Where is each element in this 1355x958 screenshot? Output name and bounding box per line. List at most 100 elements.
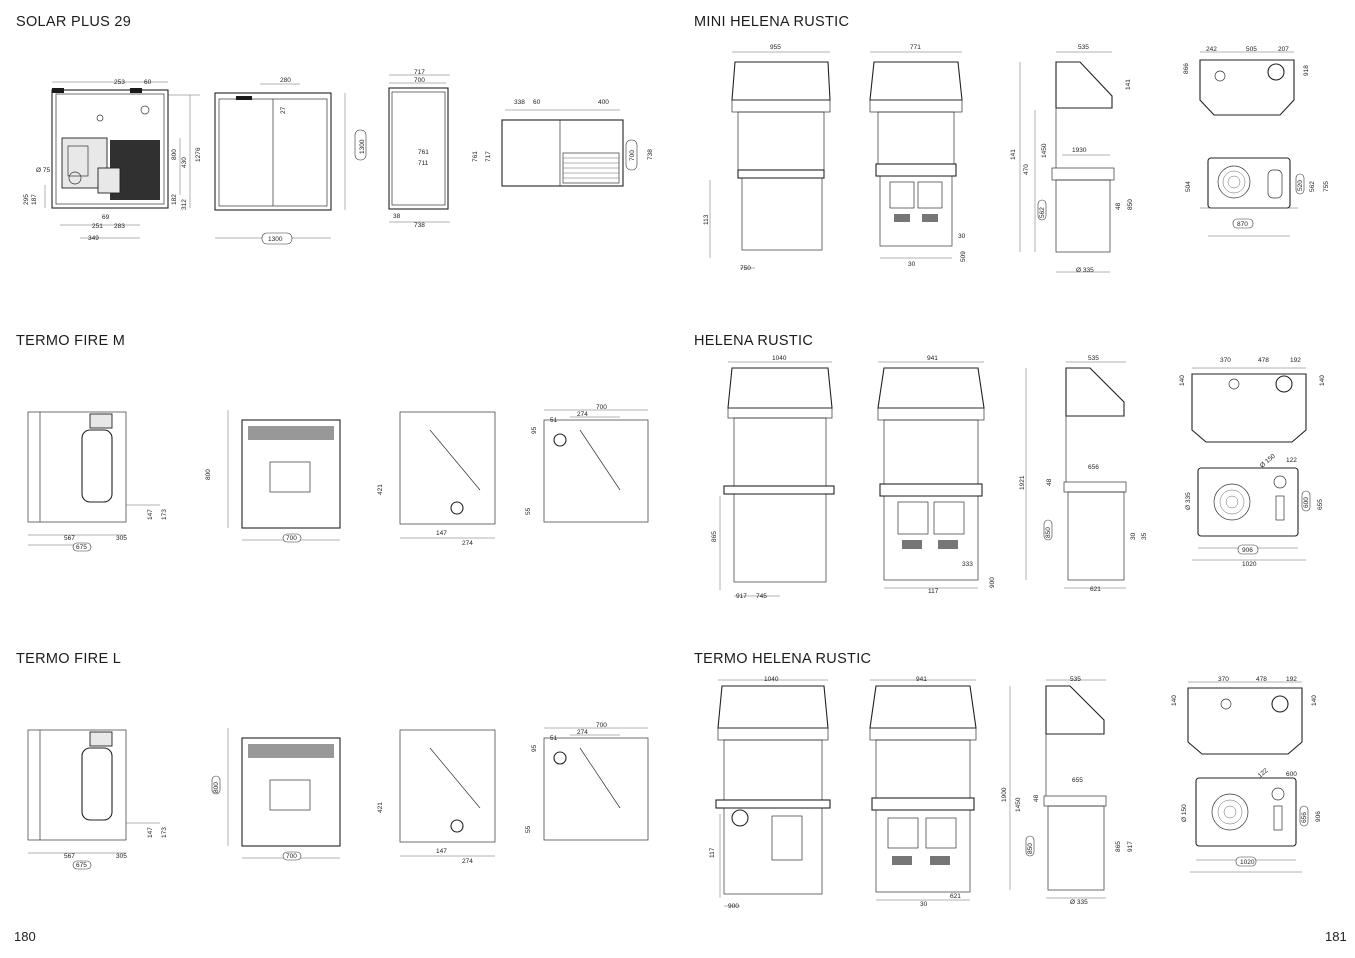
dimension-label: 274 [462,540,473,547]
dimension-label: 621 [1090,586,1101,593]
section-title-solar-plus-29: SOLAR PLUS 29 [16,14,132,30]
solar-top-view [501,109,624,187]
section-title-termo-helena-rustic: TERMO HELENA RUSTIC [694,651,872,667]
dimension-label: 1276 [195,147,202,162]
helena-rear-view [719,361,835,597]
dimension-label: 95 [531,744,538,752]
dimension-label: 140 [1179,375,1186,386]
page-number-left: 180 [14,929,36,944]
dimension-label: 900 [989,577,996,588]
dimension-label: 173 [161,827,168,838]
termo-helena-side-view [1009,679,1107,899]
dimension-label: 1020 [1240,859,1255,866]
dimension-label: 305 [116,535,127,542]
dimension-label: Ø 335 [1185,492,1192,510]
dimension-label: 333 [962,561,973,568]
dimension-label: 562 [1309,181,1316,192]
dimension-label: 567 [64,853,75,860]
dimension-label: 1040 [764,676,779,683]
dimension-label: 113 [703,214,710,225]
dimension-label: 30 [908,261,916,268]
dimension-label: 274 [577,411,588,418]
dimension-label: 430 [181,157,188,168]
dimension-label: 147 [436,530,447,537]
mini-helena-side-view [1019,51,1115,273]
dimension-label: 717 [414,69,425,76]
dimension-label: 955 [770,44,781,51]
dimension-label: 700 [286,853,297,860]
dimension-label: 370 [1218,676,1229,683]
dimension-label: 1921 [1019,475,1026,490]
dimension-label: 280 [280,77,291,84]
dimension-label: 917 [1127,841,1134,852]
dimension-label: Ø 150 [1259,453,1277,470]
dimension-label: 187 [31,194,38,205]
dimension-label: 656 [1088,464,1099,471]
dimension-label: 535 [1088,355,1099,362]
dimension-label: 655 [1317,499,1324,510]
dimension-label: 38 [393,213,401,220]
dimension-label: 400 [598,99,609,106]
dimension-label: 35 [1141,532,1148,540]
dimension-label: 1300 [359,139,366,154]
termo-fire-l-cutaway-view [399,729,496,857]
dimension-label: 147 [436,848,447,855]
termo-fire-l-rear-view [543,727,649,841]
dimension-label: 470 [1023,164,1030,175]
dimension-label: 761 [472,151,479,162]
dimension-label: 305 [116,853,127,860]
dimension-label: 800 [213,782,220,793]
dimension-label: 675 [76,862,87,869]
dimension-label: 69 [102,214,110,221]
dimension-label: 295 [23,194,30,205]
dimension-label: 750 [740,265,751,272]
helena-side-view [1025,361,1127,589]
dimension-label: 865 [1115,841,1122,852]
dimension-label: 738 [647,149,654,160]
termo-helena-top-view-cooktop [1190,777,1302,873]
dimension-label: 60 [533,99,541,106]
dimension-label: 600 [1303,497,1310,508]
dimension-label: 1900 [1001,787,1008,802]
termo-fire-m-rear-view [543,409,649,523]
dimension-label: Ø 335 [1076,267,1094,274]
dimension-label: 738 [414,222,425,229]
termo-fire-m-cutaway-view [399,411,496,539]
dimension-label: 717 [485,151,492,162]
termo-helena-rear-view [715,679,831,907]
dimension-label: 192 [1286,676,1297,683]
dimension-label: 800 [171,149,178,160]
dimension-label: 1450 [1015,797,1022,812]
mini-helena-front-view [869,51,963,259]
dimension-label: 55 [525,507,532,515]
dimension-label: 771 [910,44,921,51]
dimension-label: 711 [418,160,429,167]
dimension-label: 941 [927,355,938,362]
termo-fire-l-side-section [27,729,160,854]
mini-helena-top-view-hood [1199,51,1295,116]
dimension-label: 700 [414,77,425,84]
section-title-helena-rustic: HELENA RUSTIC [694,333,814,349]
dimension-label: 30 [920,901,928,908]
dimension-label: 900 [728,903,739,910]
dimension-label: 283 [114,223,125,230]
dimension-label: 941 [916,676,927,683]
dimension-label: 421 [377,484,384,495]
mini-helena-top-view-cooktop [1200,157,1298,237]
dimension-label: 865 [711,531,718,542]
solar-front-open-view [44,81,200,239]
dimension-label: 95 [531,426,538,434]
section-title-mini-helena-rustic: MINI HELENA RUSTIC [694,14,850,30]
dimension-label: 51 [550,417,558,424]
dimension-label: 600 [1286,771,1297,778]
dimension-label: 700 [596,722,607,729]
dimension-label: 140 [1311,695,1318,706]
dimension-label: 478 [1258,357,1269,364]
dimension-label: 621 [950,893,961,900]
dimension-label: 55 [525,825,532,833]
termo-helena-rustic-drawings: 1040 117 900 941 30 621 535 1900 1450 65… [709,676,1322,910]
termo-helena-top-view-hood [1187,681,1303,755]
dimension-label: 700 [596,404,607,411]
dimension-label: 140 [1319,375,1326,386]
dimension-label: 117 [928,588,939,595]
